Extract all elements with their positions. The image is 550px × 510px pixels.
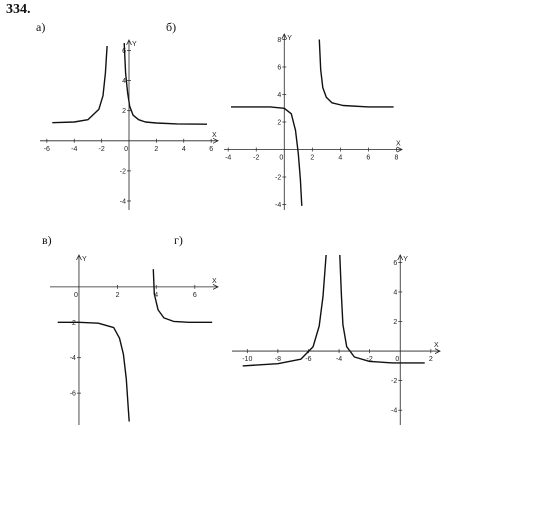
x-axis-arrow bbox=[396, 146, 403, 153]
x-tick-label: 0 bbox=[395, 356, 399, 363]
y-tick-label: 2 bbox=[277, 120, 281, 127]
curve-branch-2 bbox=[318, 39, 394, 108]
x-tick-label: 6 bbox=[366, 155, 370, 162]
y-axis-label: Y bbox=[403, 256, 408, 263]
y-tick-label: 6 bbox=[393, 260, 397, 267]
x-tick-label: -6 bbox=[305, 356, 311, 363]
x-axis-label: X bbox=[212, 132, 217, 139]
x-tick-label: -4 bbox=[71, 146, 77, 153]
curve-branch-2 bbox=[152, 269, 213, 323]
y-tick-label: -4 bbox=[120, 198, 126, 205]
x-tick-label: -6 bbox=[44, 146, 50, 153]
x-tick-label: -10 bbox=[242, 356, 252, 363]
curve-branch-1 bbox=[242, 254, 327, 367]
x-tick-label: 4 bbox=[182, 146, 186, 153]
x-tick-label: 8 bbox=[394, 155, 398, 162]
x-tick-label: 2 bbox=[310, 155, 314, 162]
y-axis-label: Y bbox=[287, 35, 292, 42]
x-axis-arrow bbox=[212, 137, 219, 144]
y-axis-label: Y bbox=[132, 41, 137, 48]
curve-branch-1 bbox=[57, 321, 130, 422]
y-tick-label: 2 bbox=[122, 108, 126, 115]
y-tick-label: 8 bbox=[277, 37, 281, 44]
y-tick-label: -2 bbox=[70, 320, 76, 327]
curve-branch-2 bbox=[123, 42, 208, 125]
y-tick-label: -2 bbox=[120, 168, 126, 175]
y-axis-arrow bbox=[397, 254, 404, 261]
plot-label-b: б) bbox=[166, 20, 177, 34]
y-tick-label: 6 bbox=[277, 65, 281, 72]
x-axis-label: X bbox=[396, 141, 401, 148]
problem-number: 334. bbox=[6, 2, 31, 17]
plot-label-g: г) bbox=[174, 233, 183, 247]
y-axis-arrow bbox=[76, 254, 82, 261]
y-axis-arrow bbox=[126, 39, 132, 46]
y-axis-label: Y bbox=[82, 256, 87, 263]
x-tick-label: 2 bbox=[116, 292, 120, 299]
x-tick-label: -8 bbox=[275, 356, 281, 363]
curve-branch-1 bbox=[231, 106, 303, 206]
x-tick-label: -4 bbox=[336, 356, 342, 363]
x-axis-label: X bbox=[434, 342, 439, 349]
x-axis-arrow bbox=[434, 348, 441, 354]
y-tick-label: -4 bbox=[70, 355, 76, 362]
plot-label-v: в) bbox=[42, 233, 52, 247]
x-tick-label: 2 bbox=[429, 356, 433, 363]
x-tick-label: 6 bbox=[209, 146, 213, 153]
x-tick-label: -4 bbox=[225, 155, 231, 162]
y-tick-label: -6 bbox=[70, 391, 76, 398]
x-tick-label: -2 bbox=[98, 146, 104, 153]
x-tick-label: 4 bbox=[154, 292, 158, 299]
x-tick-label: -2 bbox=[367, 356, 373, 363]
y-tick-label: 4 bbox=[393, 289, 397, 296]
y-tick-label: -4 bbox=[275, 202, 281, 209]
y-tick-label: -2 bbox=[391, 378, 397, 385]
y-tick-label: -4 bbox=[391, 408, 397, 415]
x-tick-label: 2 bbox=[154, 146, 158, 153]
curve-branch-2 bbox=[339, 254, 425, 364]
y-tick-label: 4 bbox=[277, 92, 281, 99]
plot-label-a: а) bbox=[36, 20, 46, 34]
curve-branch-1 bbox=[52, 45, 108, 124]
y-tick-label: 4 bbox=[122, 78, 126, 85]
x-axis-label: X bbox=[212, 278, 217, 285]
x-tick-label: 4 bbox=[338, 155, 342, 162]
x-tick-label: 0 bbox=[74, 292, 78, 299]
x-tick-label: 0 bbox=[279, 155, 283, 162]
y-tick-label: 2 bbox=[393, 319, 397, 326]
x-axis-arrow bbox=[212, 284, 219, 290]
y-tick-label: -2 bbox=[275, 175, 281, 182]
x-tick-label: 6 bbox=[193, 292, 197, 299]
x-tick-label: 0 bbox=[124, 146, 128, 153]
y-axis-arrow bbox=[281, 33, 288, 40]
x-tick-label: -2 bbox=[253, 155, 259, 162]
